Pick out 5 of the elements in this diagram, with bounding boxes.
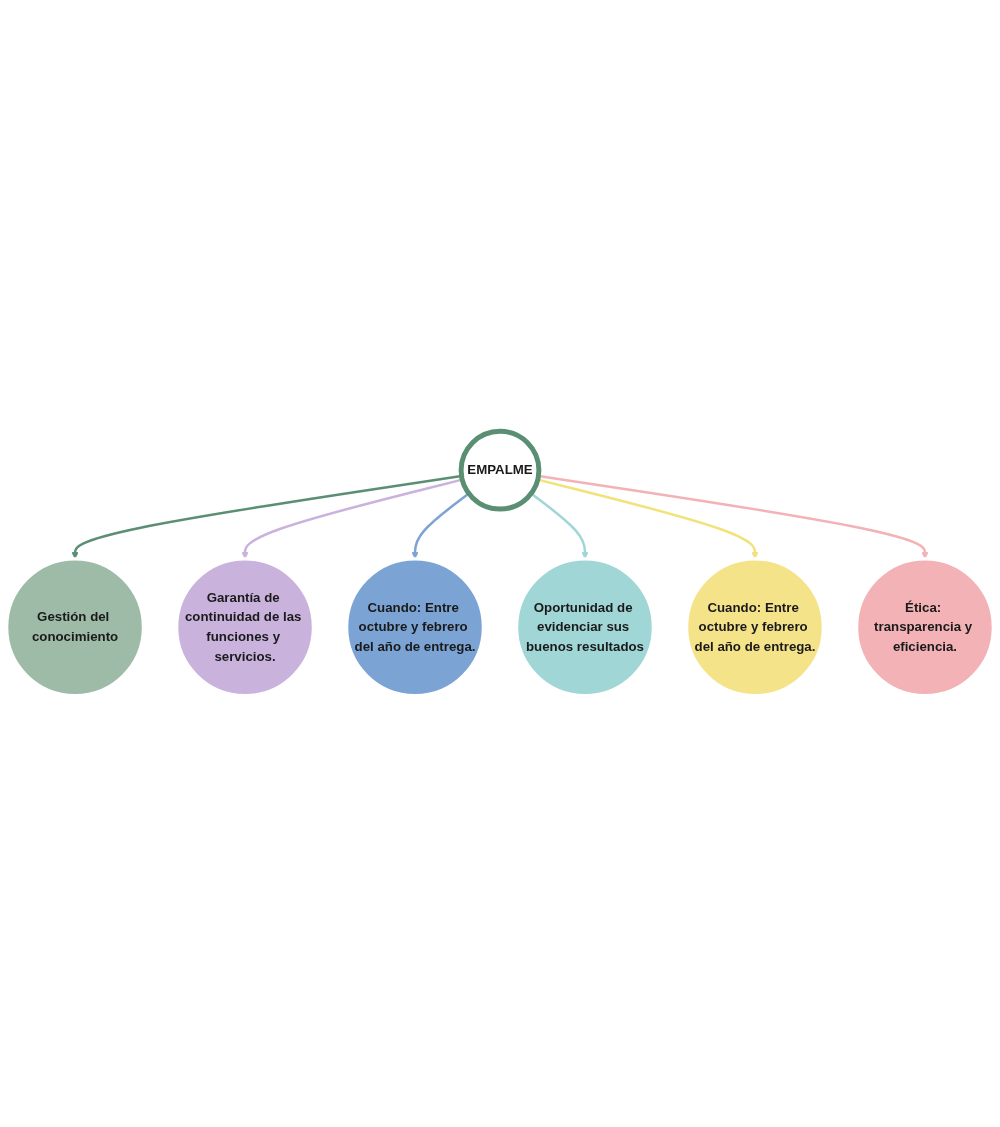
node-circle: EMPALME bbox=[458, 428, 542, 512]
arrow bbox=[411, 492, 470, 560]
arrow bbox=[530, 492, 589, 560]
arrow bbox=[538, 474, 929, 560]
arrow bbox=[71, 474, 462, 560]
